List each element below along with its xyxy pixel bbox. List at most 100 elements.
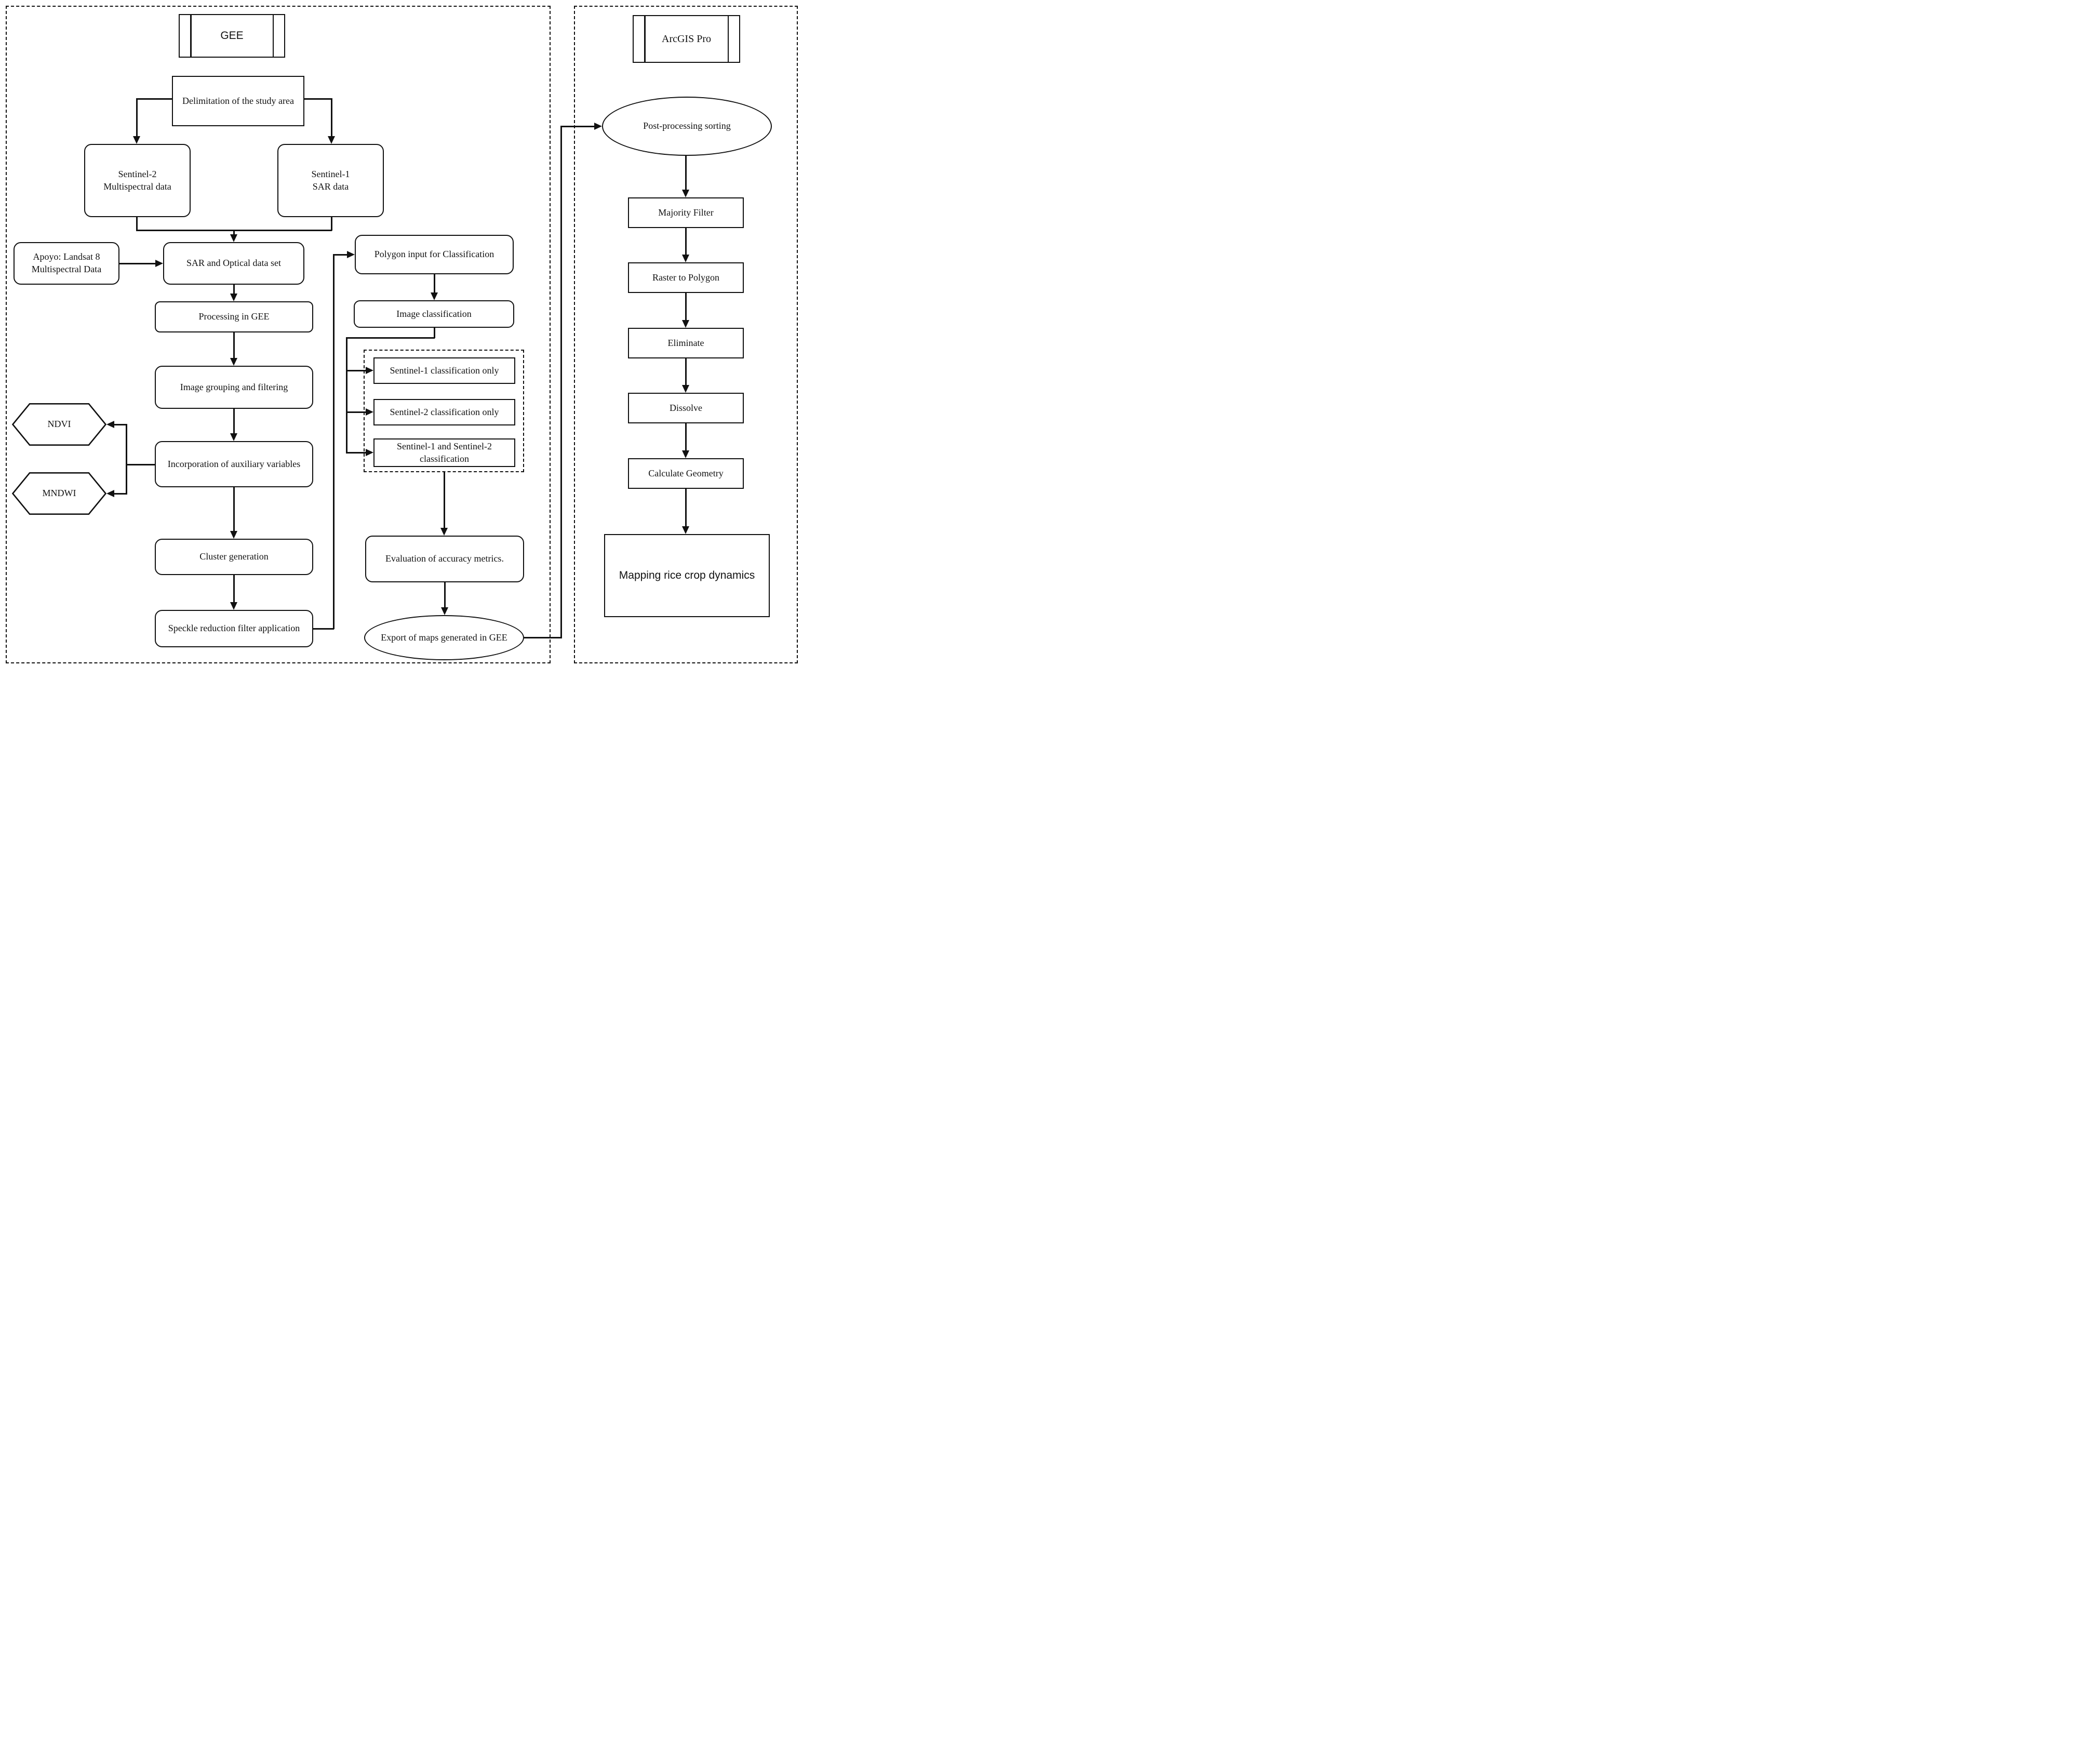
edge-branch-vertical — [346, 337, 347, 454]
classification-options-group — [364, 350, 524, 472]
node-export-maps-ellipse: Export of maps generated in GEE — [364, 615, 524, 660]
node-cluster-generation: Cluster generation — [155, 539, 313, 575]
arrowhead-into-incorporation — [230, 433, 237, 441]
hexagon-shape-icon — [12, 403, 106, 446]
edge-merge-to-sar — [233, 230, 235, 235]
edge-evaluation-to-export — [444, 582, 446, 608]
node-sentinel1: Sentinel-1 SAR data — [277, 144, 384, 217]
edge-into-polygon-input — [333, 254, 347, 256]
arrowhead-into-sentinel1 — [328, 136, 335, 144]
tape-inner-line — [727, 16, 729, 62]
node-evaluation-accuracy: Evaluation of accuracy metrics. — [365, 536, 524, 582]
edge-group-to-evaluation — [444, 472, 445, 529]
edge-incorporation-stub — [126, 464, 155, 465]
node-evaluation-accuracy-label: Evaluation of accuracy metrics. — [385, 553, 504, 564]
edge-sentinel2-down — [136, 217, 138, 231]
arrowhead-into-ndvi — [106, 421, 114, 428]
node-dissolve: Dissolve — [628, 393, 744, 423]
node-incorporation-aux-label: Incorporation of auxiliary variables — [167, 458, 301, 469]
gee-section-panel — [6, 6, 551, 663]
node-arcgis-tape: ArcGIS Pro — [633, 15, 740, 63]
edge-processing-to-grouping — [233, 332, 235, 358]
node-image-grouping-label: Image grouping and filtering — [180, 381, 288, 392]
node-apoyo-landsat8: Apoyo: Landsat 8 Multispectral Data — [14, 242, 119, 285]
arcgis-section-panel — [574, 6, 798, 663]
node-sentinel1-classification-only: Sentinel-1 classification only — [373, 357, 515, 384]
node-delimitation: Delimitation of the study area — [172, 76, 304, 126]
arrowhead-into-majority — [682, 190, 689, 197]
node-incorporation-aux: Incorporation of auxiliary variables — [155, 441, 313, 487]
tape-inner-line — [190, 15, 192, 57]
node-sentinel1-and-sentinel2-classification: Sentinel-1 and Sentinel-2 classification — [373, 438, 515, 467]
node-mapping-rice-crop: Mapping rice crop dynamics — [604, 534, 770, 617]
node-post-processing-ellipse: Post-processing sorting — [602, 97, 772, 156]
edge-branch-to-s2 — [346, 411, 367, 413]
node-eliminate-label: Eliminate — [667, 337, 704, 348]
node-calculate-geometry: Calculate Geometry — [628, 458, 744, 489]
node-image-grouping: Image grouping and filtering — [155, 366, 313, 409]
arrowhead-into-raster — [682, 255, 689, 262]
node-arcgis-tape-label: ArcGIS Pro — [662, 33, 711, 45]
node-delimitation-label: Delimitation of the study area — [182, 95, 294, 106]
node-raster-to-polygon: Raster to Polygon — [628, 262, 744, 293]
node-image-classification: Image classification — [354, 300, 514, 328]
node-majority-filter-label: Majority Filter — [658, 207, 714, 218]
edge-branch-to-s1 — [346, 370, 367, 371]
edge-delimitation-to-sentinel1 — [331, 98, 332, 137]
arrowhead-into-imageclass — [431, 292, 438, 300]
node-sentinel2: Sentinel-2 Multispectral data — [84, 144, 191, 217]
arrowhead-into-grouping — [230, 358, 237, 366]
node-apoyo-landsat8-label: Apoyo: Landsat 8 Multispectral Data — [31, 251, 102, 274]
edge-to-ndvi — [114, 424, 127, 425]
node-mapping-rice-crop-label: Mapping rice crop dynamics — [619, 569, 755, 582]
node-mndwi: MNDWI — [12, 472, 106, 515]
edge-speckle-up — [333, 254, 335, 629]
edge-majority-to-raster — [685, 228, 687, 255]
node-eliminate: Eliminate — [628, 328, 744, 358]
node-image-classification-label: Image classification — [396, 308, 472, 319]
node-gee-tape-label: GEE — [220, 30, 244, 42]
arrowhead-into-eliminate — [682, 320, 689, 328]
arrowhead-into-sentinel2 — [133, 136, 140, 144]
tape-inner-line — [272, 15, 274, 57]
arrowhead-into-mapping — [682, 526, 689, 534]
node-processing-gee-label: Processing in GEE — [198, 311, 270, 322]
edge-sar-to-processing — [233, 285, 235, 294]
arrowhead-into-evaluation — [440, 528, 448, 536]
arrowhead-into-s1s2 — [366, 449, 373, 456]
node-raster-to-polygon-label: Raster to Polygon — [652, 272, 719, 283]
edge-incorporation-to-cluster — [233, 487, 235, 531]
edge-delimitation-to-sentinel2 — [136, 98, 138, 137]
edge-dissolve-to-calculate — [685, 423, 687, 451]
arrowhead-into-mndwi — [106, 490, 114, 497]
edge-export-up — [560, 126, 562, 638]
edge-to-mndwi — [114, 493, 127, 495]
edge-cluster-to-speckle — [233, 575, 235, 603]
node-sentinel2-classification-only: Sentinel-2 classification only — [373, 399, 515, 425]
edge-speckle-out — [313, 628, 334, 630]
edge-apoyo-to-sar — [119, 263, 156, 264]
arrowhead-into-dissolve — [682, 385, 689, 393]
arrowhead-into-sar-optical — [230, 234, 237, 242]
node-sentinel1-classification-only-label: Sentinel-1 classification only — [390, 365, 499, 376]
arrowhead-into-polygon-input — [347, 251, 355, 258]
tape-inner-line — [644, 16, 646, 62]
edge-raster-to-eliminate — [685, 293, 687, 321]
edge-aux-junction-down — [126, 464, 127, 494]
flowchart-canvas: GEE ArcGIS Pro Delimitation of the study… — [0, 0, 798, 669]
edge-postprocessing-to-majority — [685, 156, 687, 190]
node-post-processing-label: Post-processing sorting — [643, 121, 731, 131]
node-mndwi-label: MNDWI — [42, 488, 76, 499]
node-sentinel1-and-sentinel2-classification-label: Sentinel-1 and Sentinel-2 classification — [397, 441, 492, 464]
arrowhead-into-cluster — [230, 531, 237, 539]
node-polygon-input-label: Polygon input for Classification — [374, 249, 494, 260]
edge-eliminate-to-dissolve — [685, 358, 687, 385]
node-export-maps-label: Export of maps generated in GEE — [381, 632, 507, 643]
edge-branch-to-s1s2 — [346, 452, 367, 454]
edge-delimitation-to-sentinel1 — [304, 98, 332, 100]
node-sentinel2-classification-only-label: Sentinel-2 classification only — [390, 406, 499, 417]
arrowhead-into-s1-only — [366, 367, 373, 374]
edge-sentinel1-down — [331, 217, 332, 231]
arrowhead-into-postprocessing — [594, 123, 602, 130]
arrowhead-into-processing — [230, 294, 237, 301]
